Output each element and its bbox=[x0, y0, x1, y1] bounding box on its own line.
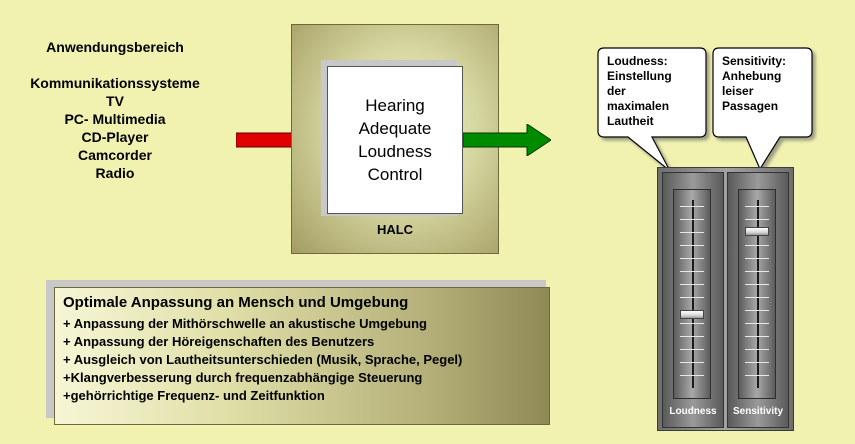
application-item: CD-Player bbox=[81, 129, 149, 145]
fader-tick bbox=[745, 310, 769, 311]
application-item: PC- Multimedia bbox=[64, 111, 166, 127]
fader-tick bbox=[745, 297, 769, 298]
fader-tick bbox=[680, 323, 704, 324]
loudness-callout: Loudness: Einstellung der maximalen Laut… bbox=[607, 54, 672, 129]
callout-line: Anhebung bbox=[722, 69, 782, 83]
sensitivity-fader-knob[interactable] bbox=[745, 226, 769, 236]
fader-tick bbox=[745, 271, 769, 272]
feature-item: + Ausgleich von Lautheitsunterschieden (… bbox=[63, 352, 463, 367]
callout-line: Einstellung bbox=[607, 69, 672, 83]
fader-tick bbox=[745, 284, 769, 285]
halc-line: Hearing bbox=[365, 96, 425, 115]
output-arrow-icon bbox=[463, 124, 551, 156]
fader-tick bbox=[745, 362, 769, 363]
loudness-channel-label: Loudness bbox=[669, 406, 717, 417]
halc-line: Adequate bbox=[358, 119, 432, 138]
callout-line: leiser bbox=[722, 84, 754, 98]
fader-tick bbox=[680, 219, 704, 220]
fader-tick bbox=[745, 349, 769, 350]
application-item: Kommunikationssysteme bbox=[30, 75, 200, 91]
halc-line: Control bbox=[367, 165, 423, 184]
fader-tick bbox=[680, 258, 704, 259]
feature-item: + Anpassung der Mithörschwelle an akusti… bbox=[63, 316, 427, 331]
halc-line: Loudness bbox=[358, 142, 432, 161]
fader-tick bbox=[745, 219, 769, 220]
fader-slot bbox=[692, 200, 694, 388]
halc-inner-box: Hearing Adequate Loudness Control bbox=[327, 66, 463, 214]
loudness-fader-knob[interactable] bbox=[680, 310, 704, 320]
feature-item: +Klangverbesserung durch frequenzabhängi… bbox=[63, 370, 423, 385]
sensitivity-fader-track[interactable] bbox=[738, 189, 776, 399]
callout-line: Passagen bbox=[722, 99, 779, 113]
fader-tick bbox=[745, 323, 769, 324]
sensitivity-callout: Sensitivity: Anhebung leiser Passagen bbox=[722, 54, 786, 114]
loudness-fader-track[interactable] bbox=[673, 189, 711, 399]
fader-tick bbox=[745, 336, 769, 337]
fader-tick bbox=[745, 258, 769, 259]
application-item: Camcorder bbox=[78, 147, 152, 163]
features-title: Optimale Anpassung an Mensch und Umgebun… bbox=[63, 294, 409, 311]
application-item: TV bbox=[106, 93, 124, 109]
fader-tick bbox=[680, 206, 704, 207]
callout-line: maximalen bbox=[607, 99, 670, 113]
halc-label: HALC bbox=[376, 222, 414, 237]
callout-line: Loudness: bbox=[607, 54, 668, 68]
fader-tick bbox=[745, 375, 769, 376]
fader-tick bbox=[680, 284, 704, 285]
mixer-panel: Loudness Sensitivity bbox=[657, 167, 794, 431]
fader-tick bbox=[680, 271, 704, 272]
fader-tick bbox=[680, 375, 704, 376]
application-area-heading: Anwendungsbereich bbox=[46, 39, 184, 55]
fader-slot bbox=[757, 200, 759, 388]
fader-tick bbox=[680, 336, 704, 337]
fader-tick bbox=[745, 245, 769, 246]
application-area: Anwendungsbereich Kommunikationssysteme … bbox=[0, 38, 230, 182]
fader-tick bbox=[745, 206, 769, 207]
fader-tick bbox=[680, 349, 704, 350]
loudness-channel: Loudness bbox=[662, 172, 724, 428]
fader-tick bbox=[680, 232, 704, 233]
feature-item: + Anpassung der Höreigenschaften des Ben… bbox=[63, 334, 375, 349]
feature-item: +gehörrichtige Frequenz- und Zeitfunktio… bbox=[63, 388, 325, 403]
fader-tick bbox=[680, 245, 704, 246]
features-box: Optimale Anpassung an Mensch und Umgebun… bbox=[54, 287, 550, 425]
application-item: Radio bbox=[95, 165, 135, 181]
callout-line: der bbox=[607, 84, 626, 98]
sensitivity-channel: Sensitivity bbox=[727, 172, 789, 428]
fader-tick bbox=[680, 297, 704, 298]
callout-line: Sensitivity: bbox=[722, 54, 787, 68]
sensitivity-channel-label: Sensitivity bbox=[732, 406, 784, 417]
fader-tick bbox=[680, 362, 704, 363]
callout-line: Lautheit bbox=[607, 114, 654, 128]
